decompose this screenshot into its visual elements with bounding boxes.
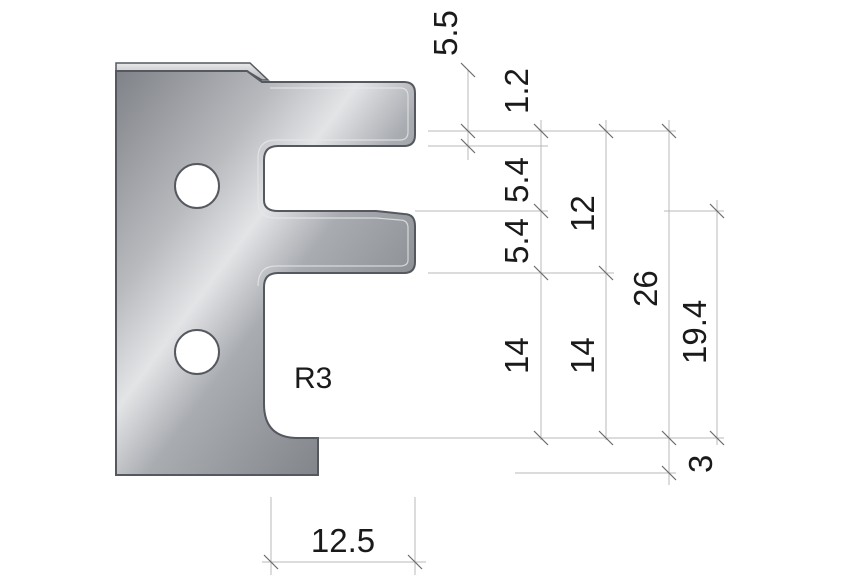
- cutter-profile: [115, 62, 416, 476]
- mounting-hole-upper: [174, 163, 220, 209]
- dim-bottom-offset: 3: [682, 455, 719, 473]
- dim-inner-height: 19.4: [676, 300, 713, 364]
- dimension-ticks: [263, 62, 725, 570]
- dim-total-height: 26: [627, 270, 664, 307]
- mounting-hole-lower: [174, 329, 220, 375]
- profile-body: [115, 70, 416, 476]
- dim-groove-span: 12: [564, 195, 601, 232]
- profile-inner-rim: [257, 87, 409, 287]
- dim-lower-face-2: 14: [564, 337, 601, 374]
- radius-label: R3: [294, 362, 332, 395]
- dim-edge-step: 1.2: [498, 68, 535, 114]
- dimension-labels: 5.5 1.2 5.4 5.4 12 14 14 26 19.4 3 12.5 …: [294, 10, 719, 559]
- dim-depth-width: 12.5: [311, 522, 375, 559]
- dim-top-gap: 5.5: [427, 10, 464, 56]
- dim-lower-face: 14: [498, 337, 535, 374]
- dim-groove-width: 5.4: [498, 218, 535, 264]
- dim-upper-tongue: 5.4: [498, 157, 535, 203]
- extension-lines: [262, 70, 724, 575]
